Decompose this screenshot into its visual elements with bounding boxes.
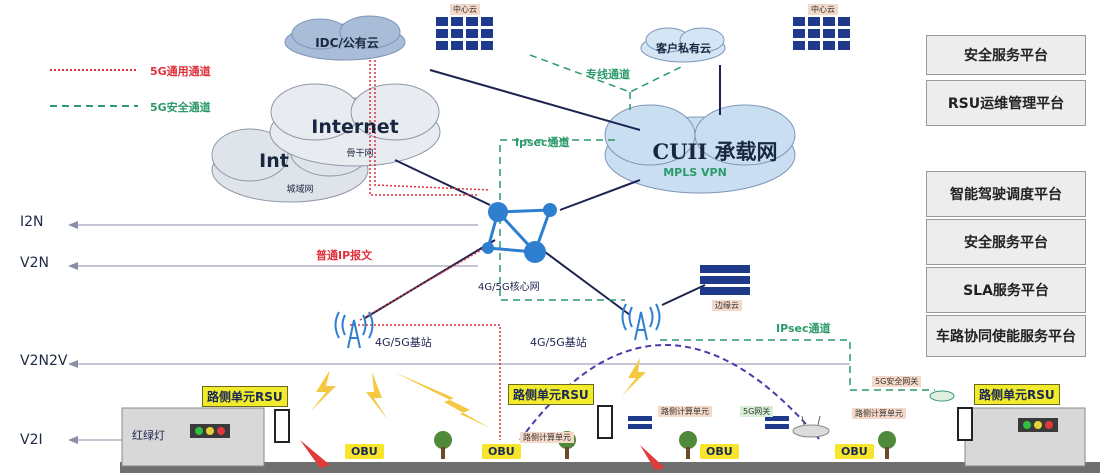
rsu-devices bbox=[274, 405, 973, 443]
cuii-sub-label: MPLS VPN bbox=[663, 166, 727, 179]
idc-cloud-shape bbox=[284, 15, 406, 61]
right-roadside-box bbox=[964, 407, 1086, 467]
platform-rsu-ops: RSU运维管理平台 bbox=[926, 80, 1086, 126]
metro-sub-label: 城域网 bbox=[286, 185, 314, 195]
platform-security-bottom: 安全服务平台 bbox=[926, 219, 1086, 265]
base-station-right-label: 4G/5G基站 bbox=[530, 336, 587, 349]
compute-unit-2-label: 路侧计算单元 bbox=[658, 406, 712, 417]
backbone-links bbox=[364, 65, 721, 319]
wireless-signals bbox=[310, 358, 646, 428]
edge-cloud-label: 边缘云 bbox=[712, 300, 742, 311]
edge-cloud-servers bbox=[700, 265, 750, 295]
compute-unit-1-label: 路侧计算单元 bbox=[520, 432, 574, 443]
cuii-cloud-label: CUII 承载网 bbox=[652, 139, 778, 164]
internet-sub-label: 骨干网 bbox=[346, 149, 374, 159]
center-cloud-1-label: 中心云 bbox=[450, 4, 480, 15]
lane-v2i: V2I bbox=[20, 432, 43, 448]
red-channel bbox=[350, 60, 501, 440]
idc-cloud-label: IDC/公有云 bbox=[315, 36, 379, 50]
gateway-label: 5G网关 bbox=[740, 406, 774, 417]
ipsec-bottom-label: IPsec通道 bbox=[776, 322, 831, 335]
traffic-light-left-icon bbox=[190, 424, 230, 438]
compute-unit-3-label: 路侧计算单元 bbox=[852, 408, 906, 419]
private-cloud-label: 客户私有云 bbox=[656, 42, 711, 55]
center-cloud-1-servers bbox=[436, 17, 493, 50]
lane-v2n: V2N bbox=[20, 255, 49, 271]
rsu-right-label: 路侧单元RSU bbox=[974, 384, 1060, 405]
base-station-left-icon bbox=[334, 311, 374, 349]
internet-cloud-label: Internet bbox=[311, 116, 399, 138]
traffic-light-right-icon bbox=[1018, 418, 1058, 432]
vehicle-markers bbox=[300, 440, 665, 470]
core-network-label: 4G/5G核心网 bbox=[478, 282, 540, 293]
security-gateway-label: 5G安全网关 bbox=[872, 376, 922, 387]
traffic-light-label: 红绿灯 bbox=[132, 429, 165, 442]
obu-2: OBU bbox=[482, 444, 521, 459]
center-cloud-2-label: 中心云 bbox=[808, 4, 838, 15]
legend-green-label: 5G安全通道 bbox=[150, 101, 211, 114]
private-cloud-shape bbox=[640, 27, 726, 63]
lane-v2n2v: V2N2V bbox=[20, 353, 68, 369]
ipsec-top-label: Ipsec通道 bbox=[515, 136, 570, 149]
center-cloud-2-servers bbox=[793, 17, 850, 50]
obu-1: OBU bbox=[345, 444, 384, 459]
platform-v2x-enablement: 车路协同使能服务平台 bbox=[926, 315, 1086, 357]
internet-cloud-shape bbox=[269, 83, 441, 167]
platform-sla: SLA服务平台 bbox=[926, 267, 1086, 313]
lane-arrowheads bbox=[68, 221, 78, 444]
ip-message-label: 普通IP报文 bbox=[316, 249, 373, 262]
cuii-cloud-shape bbox=[604, 104, 796, 194]
rsu-middle-label: 路侧单元RSU bbox=[508, 384, 594, 405]
base-station-left-label: 4G/5G基站 bbox=[375, 336, 432, 349]
v2v-arc bbox=[519, 344, 821, 441]
road bbox=[120, 462, 1100, 473]
security-gateway-icon bbox=[929, 390, 955, 402]
metro-cloud-label: Int bbox=[259, 150, 289, 172]
obu-3: OBU bbox=[700, 444, 739, 459]
platform-smart-driving: 智能驾驶调度平台 bbox=[926, 171, 1086, 217]
platform-security-top: 安全服务平台 bbox=[926, 35, 1086, 75]
base-station-right-icon bbox=[621, 303, 661, 341]
private-line-label: 专线通道 bbox=[586, 68, 630, 81]
legend-red-label: 5G通用通道 bbox=[150, 65, 211, 78]
compute-unit-blocks bbox=[628, 416, 789, 429]
lane-i2n: I2N bbox=[20, 214, 44, 230]
gateway-router-icon bbox=[792, 415, 830, 438]
core-network-icon bbox=[482, 202, 557, 263]
obu-4: OBU bbox=[835, 444, 874, 459]
rsu-left-label: 路侧单元RSU bbox=[202, 386, 288, 407]
